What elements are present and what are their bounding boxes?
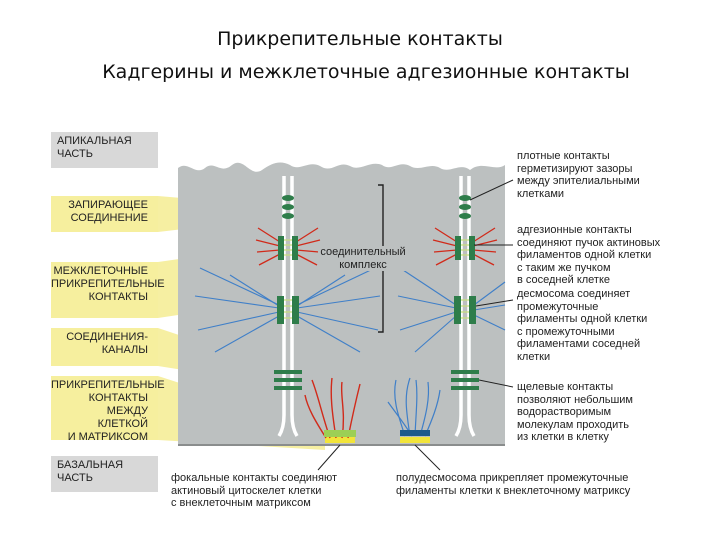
pointer-desmosome — [475, 299, 514, 307]
desmosome-links — [284, 299, 469, 319]
label-cell-matrix: ПРИКРЕПИТЕЛЬНЫЕ КОНТАКТЫ МЕЖДУ КЛЕТКОЙ И… — [51, 376, 165, 443]
label-intercellular-contacts: МЕЖКЛЕТОЧНЫЕ ПРИКРЕПИТЕЛЬНЫЕ КОНТАКТЫ — [51, 262, 165, 318]
note-tight-junctions: плотные контакты герметизируют зазоры ме… — [517, 150, 640, 200]
desmosomes — [277, 296, 476, 324]
page-title: Прикрепительные контакты — [217, 28, 503, 50]
focal-matrix-patch — [325, 437, 355, 443]
label-tight-junction: ЗАПИРАЮЩЕЕ СОЕДИНЕНИЕ — [51, 196, 158, 232]
note-desmosome: десмосома соединяет промежуточные филаме… — [517, 288, 648, 363]
pointer-tight — [469, 179, 514, 201]
label-channels: СОЕДИНЕНИЯ- КАНАЛЫ — [51, 328, 158, 366]
gap-junctions — [274, 370, 479, 390]
pointer-hemidesmosome — [414, 444, 441, 471]
cell-membrane-right — [454, 176, 463, 437]
tight-junctions — [282, 195, 471, 219]
adherens-links — [284, 239, 469, 256]
label-basal: БАЗАЛЬНАЯ ЧАСТЬ — [51, 456, 158, 492]
pointer-gap — [478, 379, 514, 388]
note-focal-contacts: фокальные контакты соединяют актиновый ц… — [171, 472, 337, 509]
focal-contact — [324, 430, 356, 437]
note-gap-junctions: щелевые контакты позволяют небольшим вод… — [517, 381, 633, 443]
cell-membrane-left-2 — [290, 176, 299, 437]
junctional-complex-label: соединительный комплекс — [318, 246, 408, 271]
note-hemidesmosome: полудесмосома прикрепляет промежуточные … — [396, 472, 631, 497]
adherens-junctions — [278, 236, 475, 260]
cell-membrane-left — [277, 176, 286, 437]
page-subtitle: Кадгерины и межклеточные адгезионные кон… — [102, 61, 630, 83]
hemidesmosome — [400, 430, 430, 436]
actin-filaments — [255, 227, 498, 266]
hemi-matrix-patch — [400, 437, 430, 443]
pointer-focal — [317, 444, 341, 471]
cell-membrane-right-2 — [467, 176, 476, 437]
note-adherens-junctions: адгезионные контакты соединяют пучок акт… — [517, 224, 661, 286]
intermediate-filaments — [194, 267, 506, 353]
pointer-lines — [317, 179, 514, 471]
label-apical: АПИКАЛЬНАЯ ЧАСТЬ — [51, 132, 158, 168]
epithelial-cells — [178, 162, 505, 445]
